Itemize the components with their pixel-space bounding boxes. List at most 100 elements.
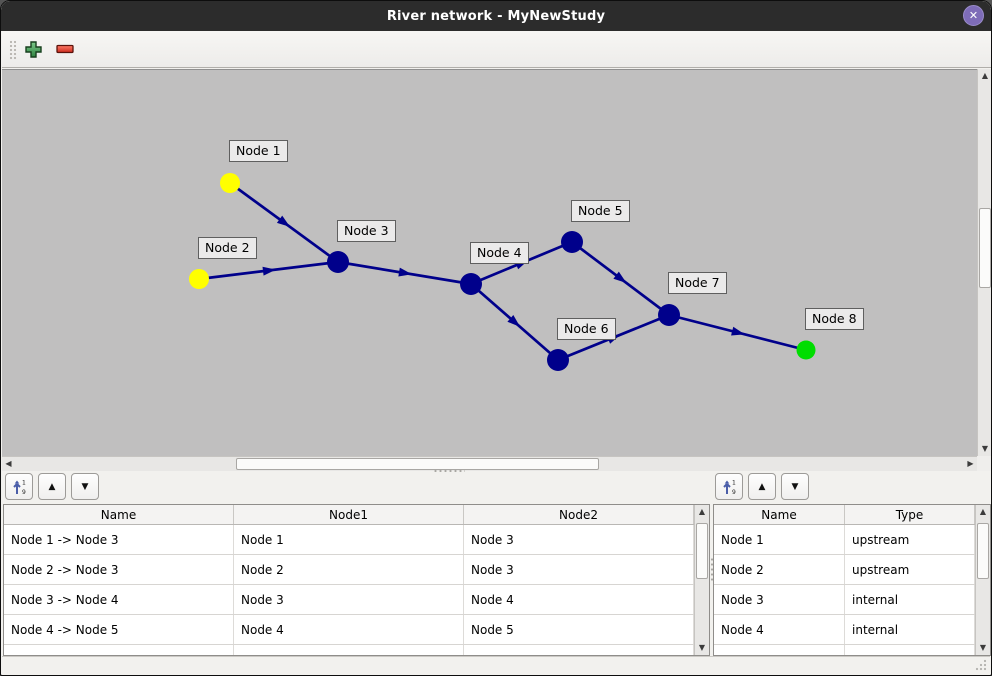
canvas-vscrollbar[interactable]: ▲ ▼ xyxy=(977,69,991,456)
scroll-down-icon[interactable]: ▼ xyxy=(981,444,989,453)
branches-table-scrollbar[interactable]: ▲ ▼ xyxy=(694,505,709,655)
network-node[interactable] xyxy=(547,349,569,371)
status-bar xyxy=(2,656,990,674)
scroll-up-icon[interactable]: ▲ xyxy=(981,71,989,80)
node-label: Node 2 xyxy=(198,237,257,259)
network-node[interactable] xyxy=(189,269,209,289)
resize-grip[interactable] xyxy=(974,658,987,671)
svg-text:1: 1 xyxy=(22,479,26,486)
table-cell: Node 4 -> Node 5 xyxy=(4,615,234,644)
title-bar: River network - MyNewStudy ✕ xyxy=(1,1,991,31)
move-up-button[interactable]: ▲ xyxy=(748,473,776,500)
network-node[interactable] xyxy=(460,273,482,295)
network-node[interactable] xyxy=(796,340,816,360)
scroll-right-icon[interactable]: ▶ xyxy=(967,459,974,468)
svg-text:9: 9 xyxy=(22,489,26,495)
close-button[interactable]: ✕ xyxy=(963,5,984,26)
remove-node-button[interactable] xyxy=(55,39,75,59)
network-node[interactable] xyxy=(658,304,680,326)
node-label: Node 7 xyxy=(668,272,727,294)
table-cell: Node 4 xyxy=(714,615,845,644)
node-label: Node 4 xyxy=(470,242,529,264)
toolbar-drag-handle-icon[interactable] xyxy=(9,40,17,60)
scroll-down-icon[interactable]: ▼ xyxy=(698,643,706,652)
pane-splitter-handle[interactable] xyxy=(433,469,465,473)
sort-button[interactable]: 1 9 xyxy=(715,473,743,500)
scroll-down-icon[interactable]: ▼ xyxy=(979,643,987,652)
add-node-button[interactable] xyxy=(23,39,43,59)
sort-ascending-icon: 1 9 xyxy=(12,479,26,495)
svg-text:9: 9 xyxy=(732,489,736,495)
network-node[interactable] xyxy=(327,251,349,273)
vscrollbar-thumb[interactable] xyxy=(979,208,991,288)
node-label: Node 8 xyxy=(805,308,864,330)
node-label: Node 5 xyxy=(571,200,630,222)
network-node[interactable] xyxy=(561,231,583,253)
table-cell: Node 5 xyxy=(464,615,694,644)
table-splitter-handle[interactable] xyxy=(710,557,714,583)
edge-arrow-icon xyxy=(276,215,291,227)
network-diagram xyxy=(189,173,816,371)
table-row[interactable] xyxy=(714,645,975,655)
column-header-type[interactable]: Type xyxy=(845,505,975,524)
table-cell: Node 4 xyxy=(234,615,464,644)
table-cell: Node 3 xyxy=(714,585,845,614)
table-cell: Node 2 xyxy=(714,555,845,584)
table-cell: Node 3 -> Node 4 xyxy=(4,585,234,614)
table-cell xyxy=(845,645,975,655)
edge-arrow-icon xyxy=(398,267,412,277)
scroll-up-icon[interactable]: ▲ xyxy=(698,507,706,516)
edge-arrow-icon xyxy=(507,314,521,327)
table-cell: Node 3 xyxy=(464,525,694,554)
scrollbar-corner xyxy=(977,456,991,471)
table-cell: upstream xyxy=(845,525,975,554)
move-down-button[interactable]: ▼ xyxy=(781,473,809,500)
column-header-node1[interactable]: Node1 xyxy=(234,505,464,524)
move-up-icon: ▲ xyxy=(758,481,766,492)
scrollbar-thumb[interactable] xyxy=(696,523,708,579)
scroll-left-icon[interactable]: ◀ xyxy=(5,459,12,468)
scrollbar-thumb[interactable] xyxy=(977,523,989,579)
table-cell: Node 2 xyxy=(234,555,464,584)
column-header-name[interactable]: Name xyxy=(714,505,845,524)
move-down-button[interactable]: ▼ xyxy=(71,473,99,500)
table-cell: Node 3 xyxy=(234,585,464,614)
table-cell: Node 1 xyxy=(234,525,464,554)
sort-ascending-icon: 1 9 xyxy=(722,479,736,495)
canvas-hscrollbar[interactable]: ◀ ▶ xyxy=(2,456,977,471)
table-cell: Node 1 -> Node 3 xyxy=(4,525,234,554)
nodes-table-scrollbar[interactable]: ▲ ▼ xyxy=(975,505,990,655)
network-node[interactable] xyxy=(220,173,240,193)
column-header-node2[interactable]: Node2 xyxy=(464,505,694,524)
table-cell: upstream xyxy=(845,555,975,584)
table-cell: internal xyxy=(845,585,975,614)
move-up-button[interactable]: ▲ xyxy=(38,473,66,500)
scroll-up-icon[interactable]: ▲ xyxy=(979,507,987,516)
table-row[interactable] xyxy=(4,645,694,655)
table-cell: Node 3 xyxy=(464,555,694,584)
remove-node-icon xyxy=(56,44,74,54)
column-header-name[interactable]: Name xyxy=(4,505,234,524)
hscrollbar-thumb[interactable] xyxy=(236,458,599,470)
table-cell: internal xyxy=(845,615,975,644)
edge-arrow-icon xyxy=(731,326,745,336)
table-cell: Node 2 -> Node 3 xyxy=(4,555,234,584)
main-toolbar xyxy=(2,31,991,68)
sort-button[interactable]: 1 9 xyxy=(5,473,33,500)
node-label: Node 1 xyxy=(229,140,288,162)
edge-arrow-icon xyxy=(613,271,627,284)
